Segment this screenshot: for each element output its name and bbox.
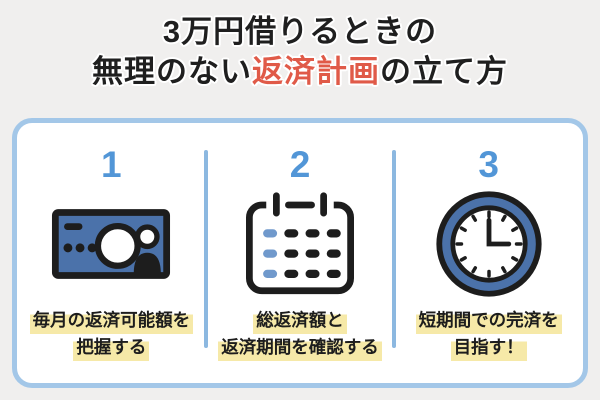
step-3-caption-line-2: 目指す！ [450, 334, 527, 361]
page-title: 3万円借りるときの 無理のない返済計画の立て方 [0, 12, 600, 92]
title-line-1: 3万円借りるときの [162, 14, 438, 49]
clock-icon [433, 185, 545, 303]
banknote-icon [51, 185, 171, 303]
step-2-panel: 2 [206, 123, 395, 383]
title-line-2-pre: 無理のない [92, 54, 252, 89]
step-1-caption-line-1: 毎月の返済可能額を [29, 307, 194, 334]
title-accent: 返済計画 [252, 54, 380, 89]
step-1-panel: 1 毎月の返済可能額を 把握する [17, 123, 206, 383]
step-3-panel: 3 [394, 123, 583, 383]
step-1-caption: 毎月の返済可能額を 把握する [29, 307, 194, 361]
step-3-number: 3 [478, 144, 499, 185]
step-1-caption-line-2: 把握する [73, 334, 150, 361]
step-2-caption-line-1: 総返済額と [253, 307, 347, 334]
column-divider [392, 150, 397, 348]
step-1-number: 1 [101, 144, 122, 185]
step-2-caption-line-2: 返済期間を確認する [218, 334, 382, 361]
step-2-caption: 総返済額と 返済期間を確認する [218, 307, 382, 361]
step-3-caption-line-1: 短期間での完済を [415, 307, 562, 334]
step-3-caption: 短期間での完済を 目指す！ [415, 307, 562, 361]
title-line-2-post: の立て方 [380, 54, 508, 89]
calendar-icon [242, 185, 358, 303]
title-line-2: 無理のない返済計画の立て方 [0, 52, 600, 92]
column-divider [203, 150, 208, 348]
steps-card: 1 毎月の返済可能額を 把握する 2 [12, 118, 588, 388]
step-2-number: 2 [289, 144, 311, 185]
